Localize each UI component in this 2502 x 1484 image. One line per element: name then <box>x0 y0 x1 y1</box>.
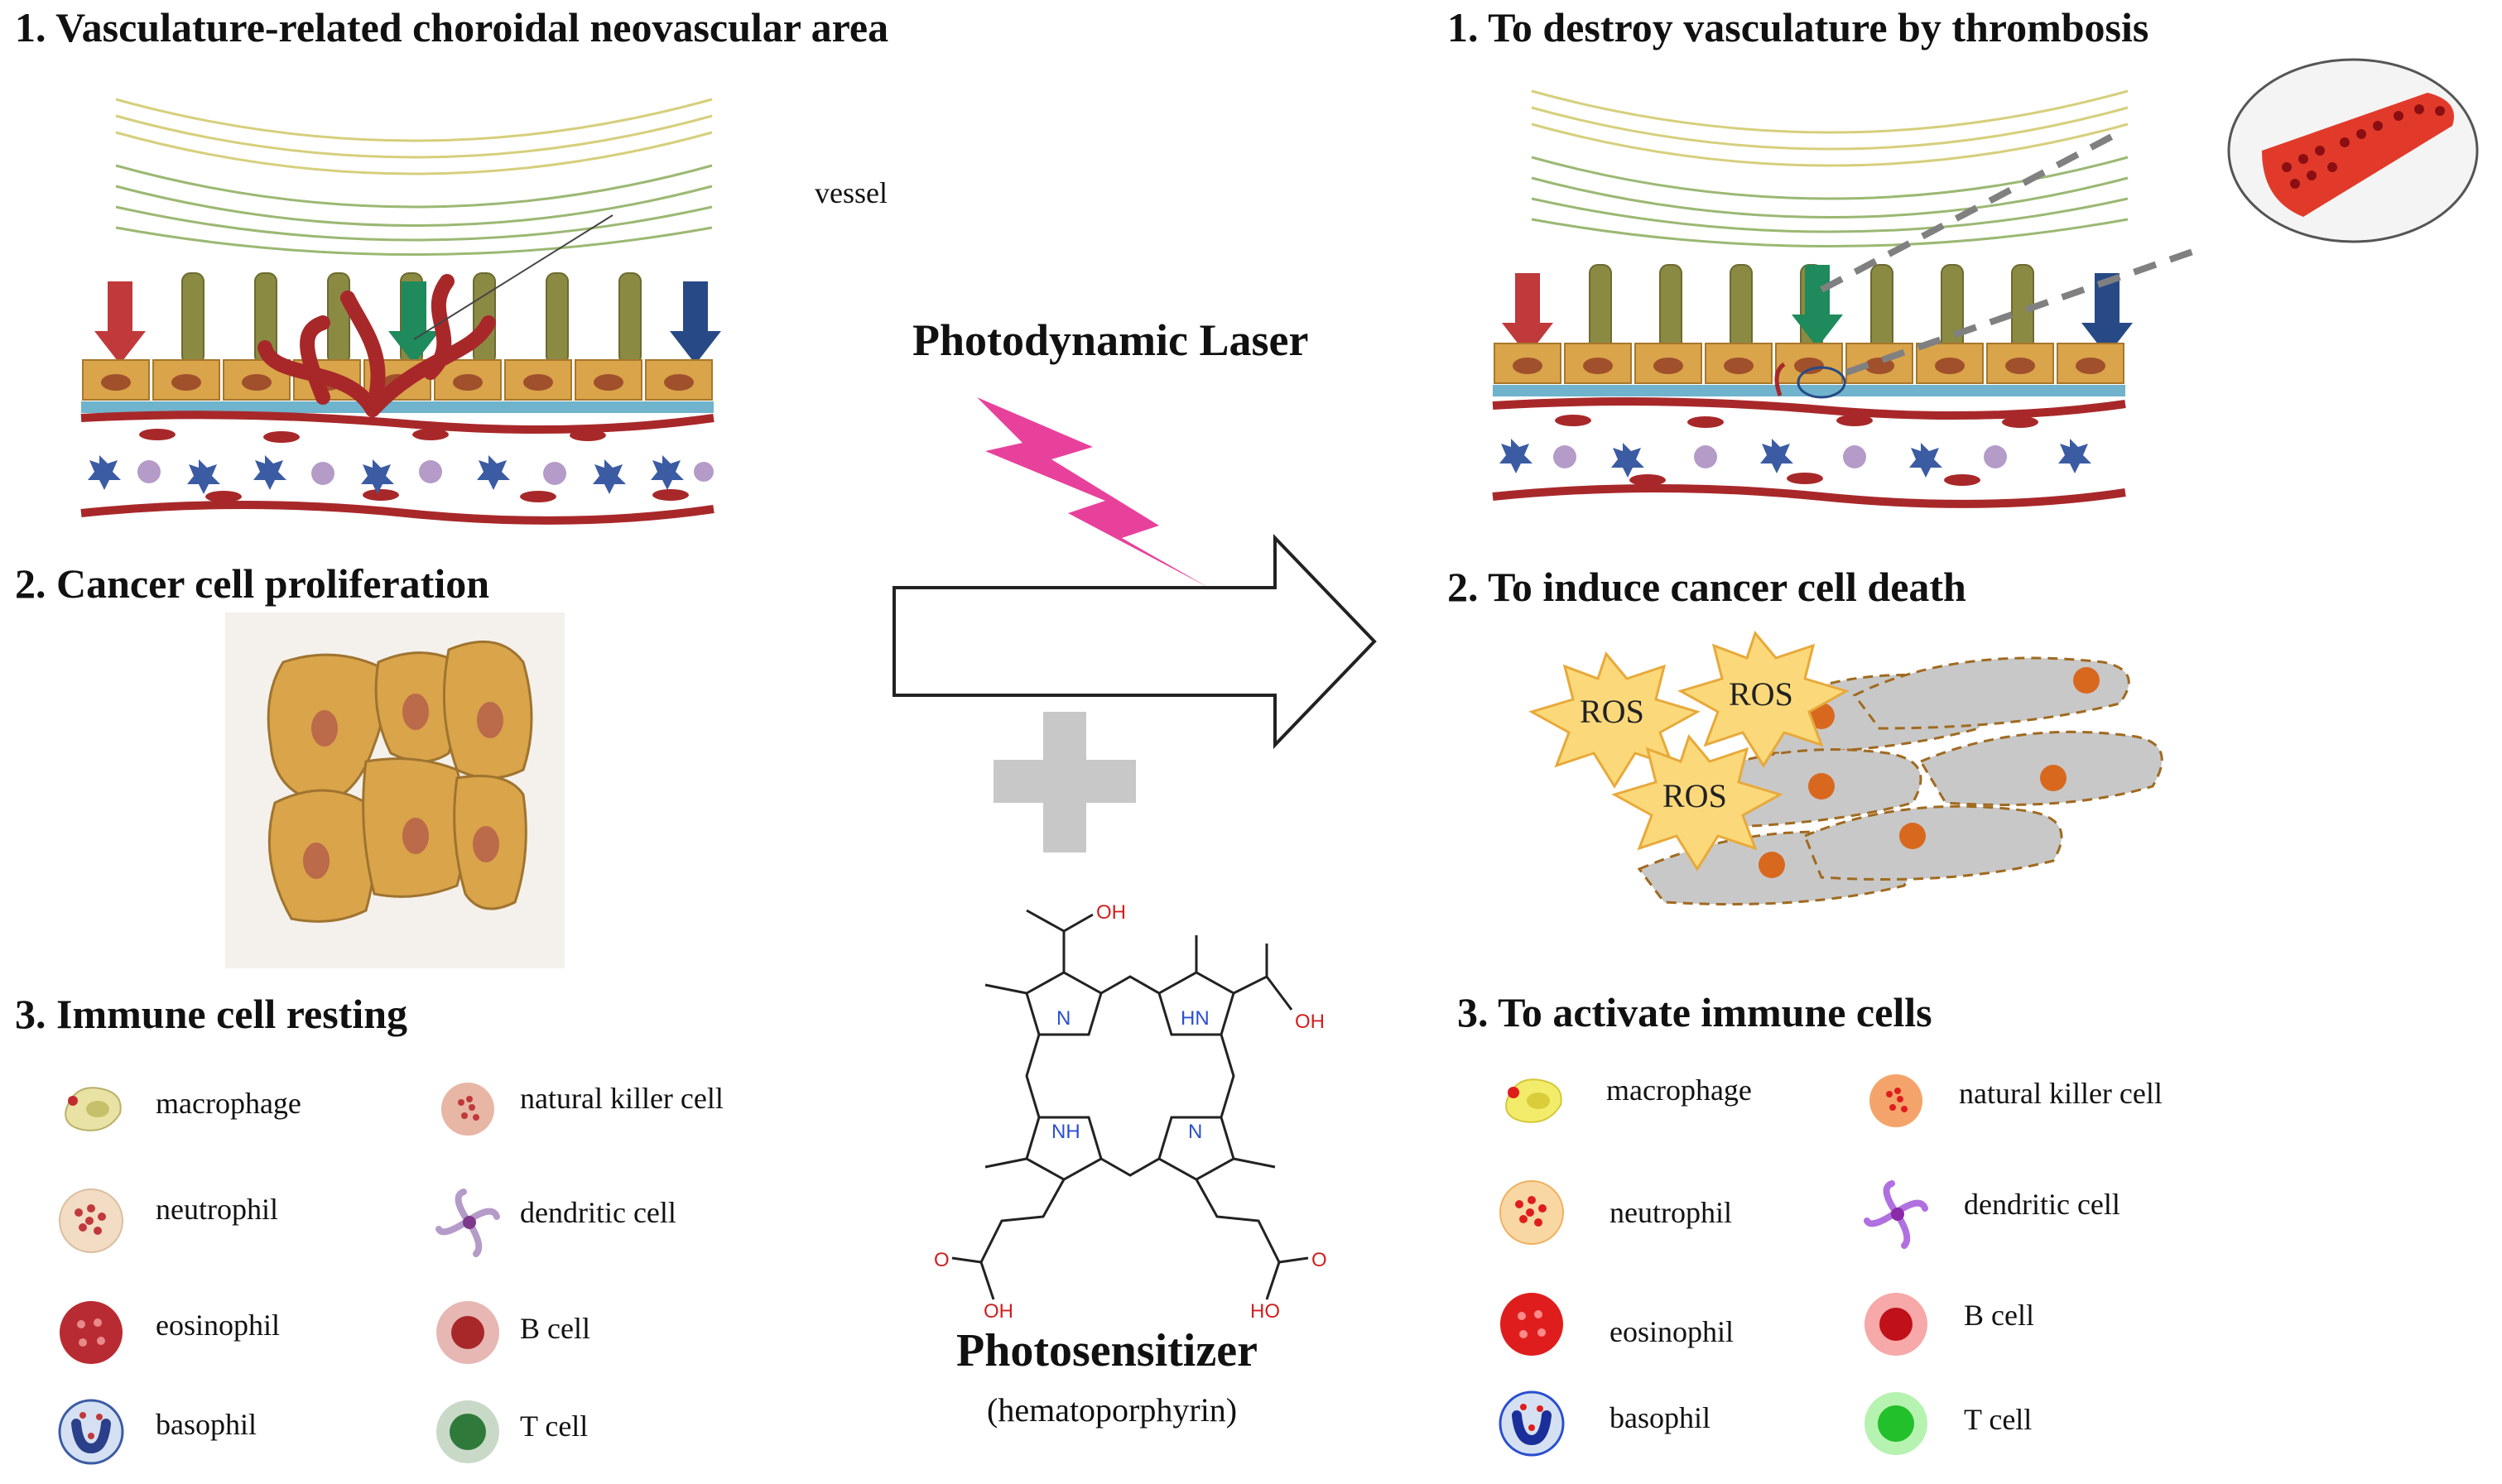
chem-oh-top: OH <box>1096 901 1126 924</box>
ros-burst-2 <box>1677 630 1850 768</box>
eosinophil-icon <box>60 1301 123 1364</box>
right-legend-basophil: basophil <box>1609 1401 1711 1434</box>
green-cone-arrow <box>388 281 440 364</box>
neural-layer-yellow <box>115 98 713 175</box>
neutrophil-icon <box>59 1189 123 1253</box>
right-title-thrombosis: 1. To destroy vasculature by thrombosis <box>1447 4 2149 50</box>
right-legend-neutrophil: neutrophil <box>1609 1196 1732 1229</box>
b-cell-icon <box>436 1301 499 1364</box>
choroid-layer <box>80 411 715 525</box>
basophil-icon <box>1499 1390 1565 1457</box>
thrombosis-magnified-view <box>2227 58 2479 243</box>
left-title-immune: 3. Immune cell resting <box>15 991 408 1037</box>
plus-icon <box>994 712 1136 852</box>
chem-ho-bottom-right: HO <box>1250 1300 1280 1323</box>
ros-cancer-death-diagram: ROS ROS ROS <box>1528 630 2163 905</box>
ros-label-1: ROS <box>1580 693 1644 730</box>
t-cell-icon <box>436 1400 499 1463</box>
chem-n-right: N <box>1188 1121 1202 1143</box>
chem-nh-left: NH <box>1051 1121 1080 1143</box>
left-legend-neutrophil: neutrophil <box>156 1193 278 1226</box>
vessel-label: vessel <box>815 176 888 209</box>
eosinophil-icon <box>1500 1293 1563 1356</box>
dendritic-icon <box>435 1189 500 1257</box>
b-cell-icon <box>1864 1293 1927 1356</box>
natural-killer-icon <box>441 1083 494 1136</box>
chem-hn-right: HN <box>1181 1007 1210 1030</box>
photosensitizer-sub-label: (hematoporphyrin) <box>987 1391 1238 1429</box>
chem-oh-right: OH <box>1295 1011 1325 1033</box>
chem-oh-bottom-left: OH <box>984 1300 1013 1323</box>
left-legend-eosinophil: eosinophil <box>156 1309 280 1342</box>
ros-burst-3 <box>1611 733 1783 872</box>
left-legend-macrophage: macrophage <box>156 1087 301 1120</box>
bruchs-membrane <box>81 401 714 413</box>
neural-layer-green <box>115 164 713 256</box>
left-title-vasculature: 1. Vasculature-related choroidal neovasc… <box>15 4 889 50</box>
natural-killer-icon <box>1869 1074 1922 1127</box>
process-arrow-icon <box>893 534 1377 749</box>
vessel-pointer-line <box>413 214 613 340</box>
chem-o-left: O <box>934 1249 950 1271</box>
left-legend-b-cell: B cell <box>520 1312 590 1345</box>
photosensitizer-label: Photosensitizer <box>956 1325 1258 1376</box>
retina-diagram-left <box>80 98 721 525</box>
basophil-icon <box>58 1399 124 1465</box>
left-legend-t-cell: T cell <box>520 1410 589 1443</box>
right-legend-natural-killer: natural killer cell <box>1959 1077 2163 1110</box>
right-legend-dendritic: dendritic cell <box>1964 1188 2120 1221</box>
right-title-activate: 3. To activate immune cells <box>1457 989 1932 1035</box>
right-legend-t-cell: T cell <box>1964 1403 2033 1436</box>
left-legend-basophil: basophil <box>156 1408 257 1441</box>
thrombus-focus-circle <box>1797 366 1846 399</box>
hematoporphyrin-structure: OH OH N HN NH N O OH HO O <box>934 901 1327 1323</box>
macrophage-icon <box>1505 1078 1562 1123</box>
center-graphics <box>893 397 1377 852</box>
neovessel <box>257 274 496 417</box>
laser-label: Photodynamic Laser <box>912 315 1309 365</box>
right-legend-macrophage: macrophage <box>1606 1073 1752 1107</box>
left-legend-dendritic: dendritic cell <box>520 1196 676 1229</box>
retina-diagram-right <box>1492 89 2204 508</box>
right-title-death: 2. To induce cancer cell death <box>1447 564 1966 610</box>
chem-o-right: O <box>1311 1249 1327 1271</box>
laser-bolt-icon <box>977 397 1209 588</box>
neutrophil-icon <box>1499 1180 1564 1245</box>
right-legend-eosinophil: eosinophil <box>1609 1315 1734 1348</box>
left-legend-natural-killer: natural killer cell <box>520 1082 724 1115</box>
ros-label-2: ROS <box>1729 675 1793 713</box>
macrophage-icon <box>65 1087 122 1131</box>
left-title-cancer: 2. Cancer cell proliferation <box>15 560 490 607</box>
cancer-cell-cluster <box>225 612 565 968</box>
right-immune-icons <box>1499 1074 1928 1457</box>
red-cone-arrow <box>94 281 146 364</box>
blue-cone-arrow <box>670 281 721 364</box>
right-legend-b-cell: B cell <box>1964 1299 2034 1332</box>
chem-n-left: N <box>1056 1007 1071 1030</box>
ros-label-3: ROS <box>1662 777 1727 814</box>
left-immune-icons <box>58 1083 500 1465</box>
t-cell-icon <box>1864 1392 1927 1455</box>
dendritic-icon <box>1864 1180 1928 1249</box>
